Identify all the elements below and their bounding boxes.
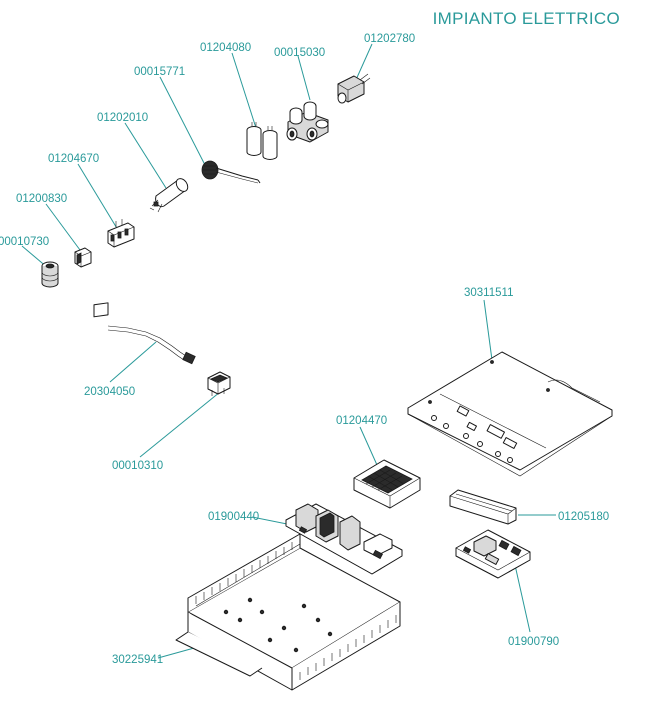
capacitor-icon [149, 178, 189, 213]
label-00015030: 00015030 [274, 47, 325, 59]
label-00015771: 00015771 [134, 66, 185, 78]
control-panel-icon [407, 351, 613, 477]
solenoid-valve-icon [286, 101, 329, 143]
display-board-icon [455, 529, 531, 579]
label-30225941: 30225941 [112, 654, 163, 666]
label-01200830: 01200830 [16, 193, 67, 205]
terminal-block-icon [107, 219, 135, 248]
main-board-icon [285, 503, 403, 575]
label-01202780: 01202780 [364, 33, 415, 45]
label-01204080: 01204080 [200, 42, 251, 54]
rocker-switch-icon [207, 371, 231, 396]
label-01204470: 01204470 [336, 415, 387, 427]
leader-lines [21, 43, 556, 659]
label-01900440: 01900440 [208, 511, 259, 523]
label-01204670: 01204670 [48, 153, 99, 165]
label-01900790: 01900790 [508, 636, 559, 648]
page-title: IMPIANTO ELETTRICO [433, 9, 620, 28]
label-01205180: 01205180 [558, 511, 609, 523]
single-valve-icon [337, 73, 371, 104]
cable-harness-icon [93, 302, 196, 365]
power-supply-icon [353, 459, 421, 509]
base-tray-icon [175, 533, 401, 691]
label-20304050: 20304050 [84, 386, 135, 398]
sensor-probe-icon [201, 160, 261, 184]
cable-gland-icon [41, 261, 59, 288]
label-30311511: 30311511 [464, 287, 513, 299]
handle-profile-icon [449, 489, 517, 525]
small-connector-icon [74, 247, 92, 268]
label-00010730: 00010730 [0, 236, 49, 248]
label-01202010: 01202010 [97, 112, 148, 124]
double-capacitor-icon [246, 122, 278, 160]
part-labels: 01204080 00015030 01202780 00015771 0120… [0, 33, 609, 666]
label-00010310: 00010310 [112, 460, 163, 472]
